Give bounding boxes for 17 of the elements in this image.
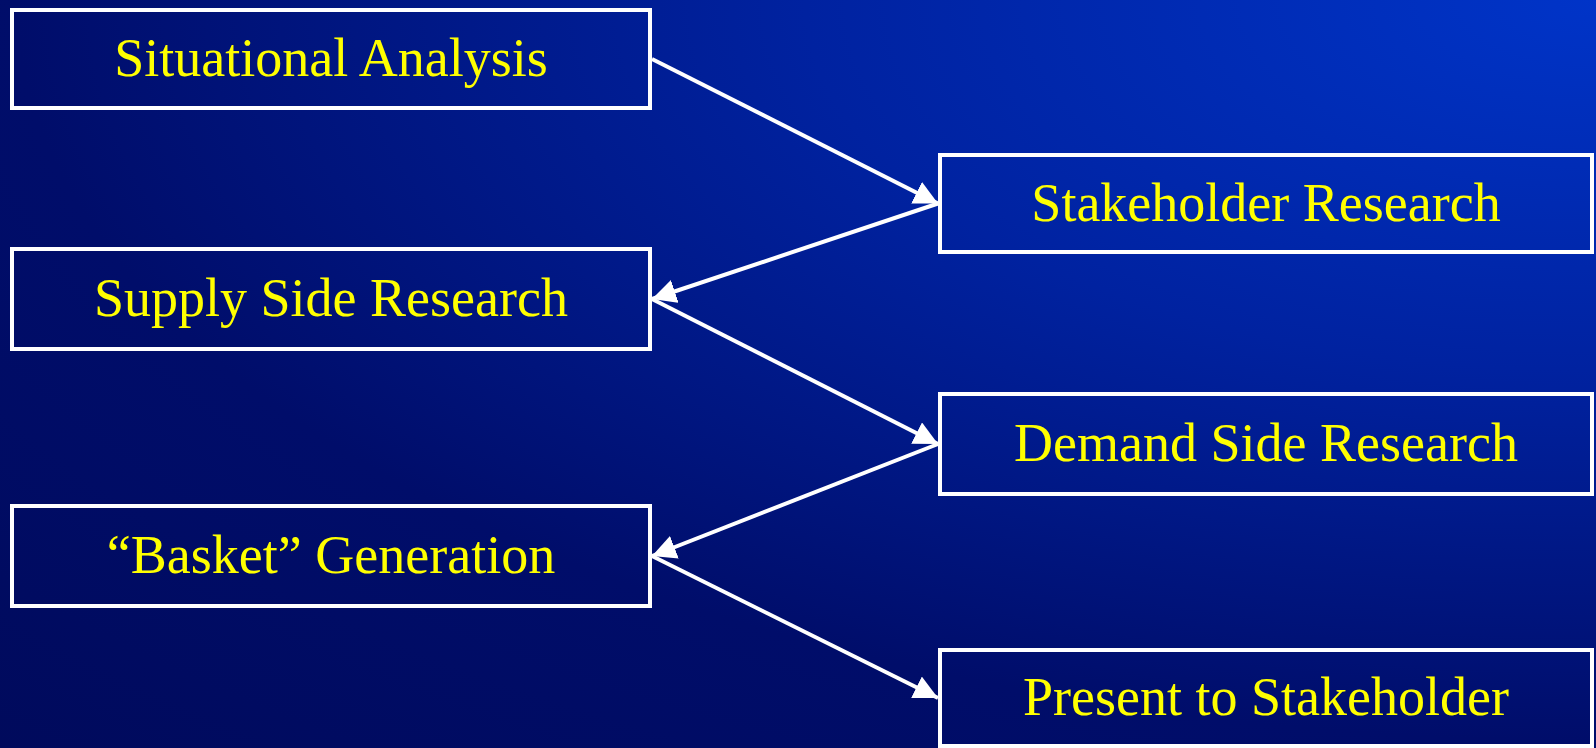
box-label: Supply Side Research — [94, 269, 568, 329]
process-box — [938, 153, 1594, 254]
arrow — [651, 201, 939, 303]
process-box — [938, 648, 1594, 748]
box-label: Demand Side Research — [1014, 414, 1518, 474]
process-box — [10, 8, 652, 110]
box-label: Situational Analysis — [114, 29, 548, 89]
box-label: Stakeholder Research — [1031, 173, 1501, 234]
arrow — [651, 442, 939, 559]
box-label: “Basket” Generation — [106, 526, 556, 586]
process-box — [938, 392, 1594, 496]
arrow — [651, 297, 939, 446]
process-box — [10, 247, 652, 351]
process-box — [10, 504, 652, 608]
arrow — [651, 57, 939, 206]
arrow — [651, 554, 939, 700]
box-label: Present to Stakeholder — [1023, 668, 1509, 728]
